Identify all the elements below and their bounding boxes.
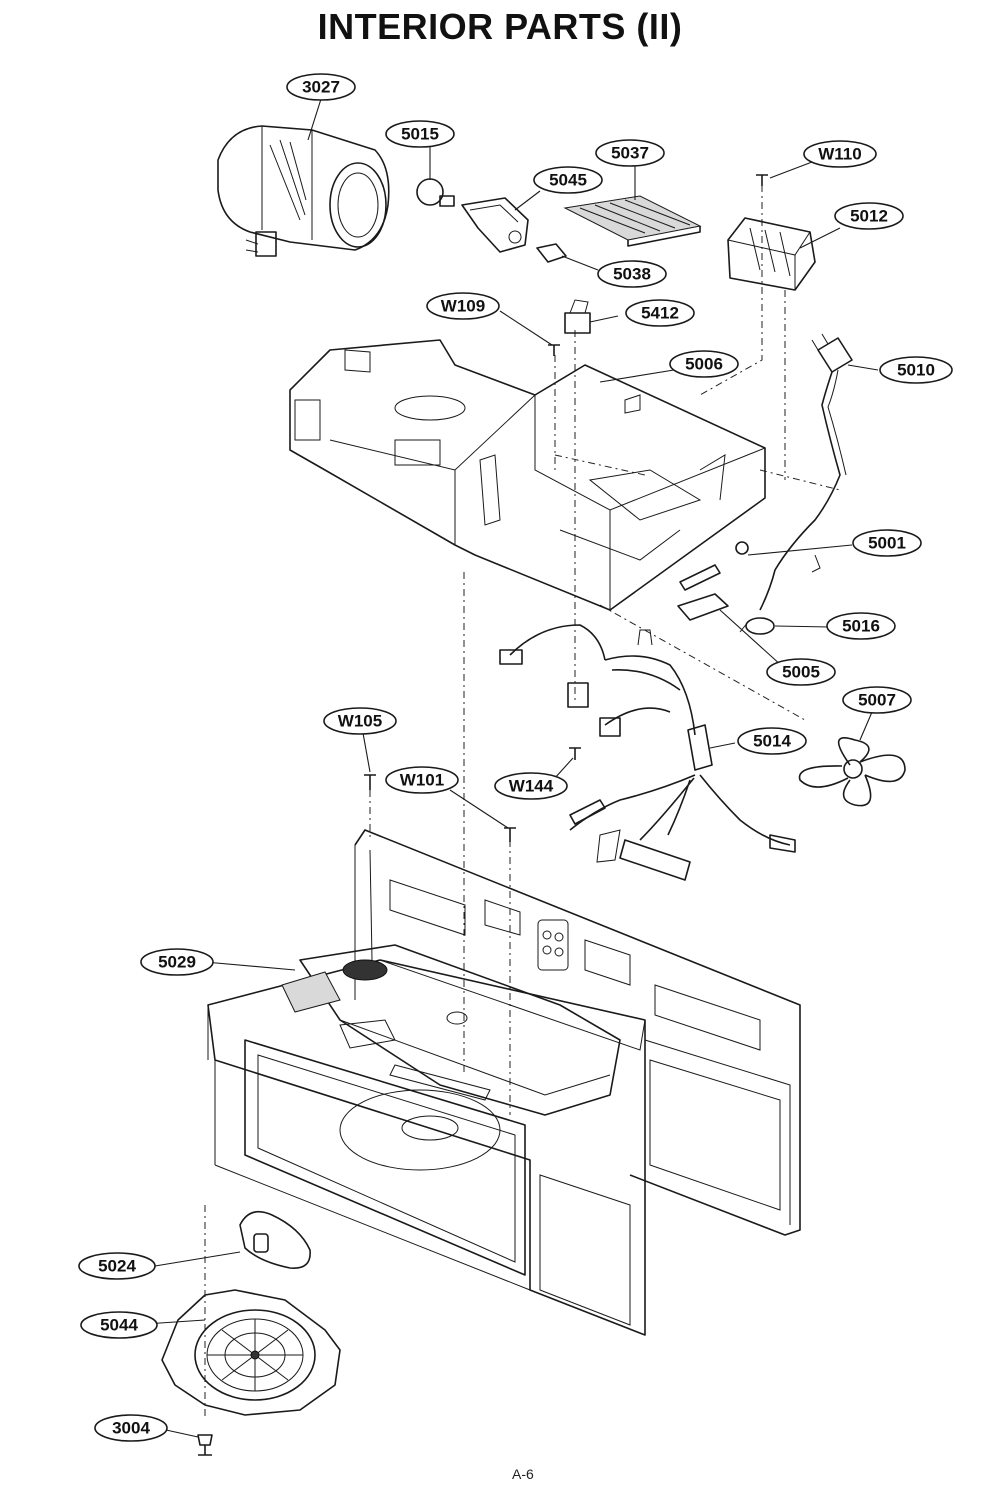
fan-blade-5007: [798, 737, 906, 807]
callout-5015: 5015: [385, 120, 455, 148]
screw-W110: [756, 174, 768, 186]
wire-harness-5014: [499, 624, 796, 881]
callout-5024: 5024: [78, 1252, 156, 1280]
oven-cavity-chassis: [207, 829, 801, 1336]
base-plate-5006: [289, 339, 766, 611]
power-cord-5010: [759, 333, 853, 611]
callout-label-W105: W105: [338, 712, 382, 731]
callout-label-W110: W110: [818, 145, 861, 164]
coupler-5024: [239, 1210, 311, 1269]
callout-5012: 5012: [834, 202, 904, 230]
callout-label-5007: 5007: [858, 691, 896, 710]
callout-W110: W110: [803, 140, 877, 168]
screw-W101: [504, 827, 516, 842]
callout-label-5005: 5005: [782, 663, 820, 682]
callout-label-3004: 3004: [112, 1419, 150, 1438]
callout-label-5001: 5001: [868, 534, 906, 553]
callout-label-5024: 5024: [98, 1257, 136, 1276]
switch-5412: [564, 299, 591, 334]
callout-5037: 5037: [595, 139, 665, 167]
lamp-5015: [416, 178, 455, 207]
screw-W105: [364, 774, 376, 790]
callout-5001: 5001: [852, 529, 922, 557]
callout-5006: 5006: [669, 350, 739, 378]
callout-label-5045: 5045: [549, 171, 587, 190]
thermal-cutout-5016: [739, 617, 775, 635]
callout-leader-lines: [144, 98, 879, 1438]
callout-3027: 3027: [286, 73, 356, 101]
blower-housing-3027: [217, 125, 390, 257]
transformer-5012: [727, 217, 816, 291]
callout-W109: W109: [426, 292, 500, 320]
screw-W109: [548, 344, 560, 356]
lamp-holder-5038: [536, 243, 567, 263]
fuse-5001: [679, 541, 749, 591]
assembly-guide-lines: [204, 185, 841, 1420]
callout-label-5010: 5010: [897, 361, 935, 380]
callout-5014: 5014: [737, 727, 807, 755]
callout-label-5029: 5029: [158, 953, 196, 972]
callout-label-5016: 5016: [842, 617, 880, 636]
callout-5029: 5029: [140, 948, 214, 976]
callout-label-5012: 5012: [850, 207, 888, 226]
callout-label-W101: W101: [400, 771, 444, 790]
thermal-cutout-5005: [677, 593, 729, 621]
fan-housing-5044: [161, 1289, 341, 1416]
callout-5038: 5038: [597, 260, 667, 288]
callout-3004: 3004: [94, 1414, 168, 1442]
callout-label-5038: 5038: [613, 265, 651, 284]
screw-3004: [197, 1434, 213, 1456]
callout-label-5037: 5037: [611, 144, 649, 163]
callout-label-W144: W144: [509, 777, 554, 796]
callout-label-5044: 5044: [100, 1316, 138, 1335]
callout-label-5015: 5015: [401, 125, 439, 144]
screw-W144: [569, 747, 581, 760]
callout-5045: 5045: [533, 166, 603, 194]
callout-W101: W101: [385, 766, 459, 794]
callout-5010: 5010: [879, 356, 953, 384]
callout-label-5006: 5006: [685, 355, 723, 374]
callout-W105: W105: [323, 707, 397, 735]
callout-5007: 5007: [842, 686, 912, 714]
callout-label-5412: 5412: [641, 304, 679, 323]
callout-label-W109: W109: [441, 297, 485, 316]
lamp-bracket-5045: [461, 197, 529, 253]
charcoal-filter-5037: [563, 195, 702, 247]
callout-5016: 5016: [826, 612, 896, 640]
callout-5005: 5005: [766, 658, 836, 686]
page-number: A-6: [512, 1466, 534, 1482]
callout-W144: W144: [494, 772, 568, 800]
page-title: INTERIOR PARTS (II): [317, 6, 683, 47]
callout-5044: 5044: [80, 1311, 158, 1339]
callout-5412: 5412: [625, 299, 695, 327]
callout-label-5014: 5014: [753, 732, 791, 751]
callout-label-3027: 3027: [302, 78, 340, 97]
